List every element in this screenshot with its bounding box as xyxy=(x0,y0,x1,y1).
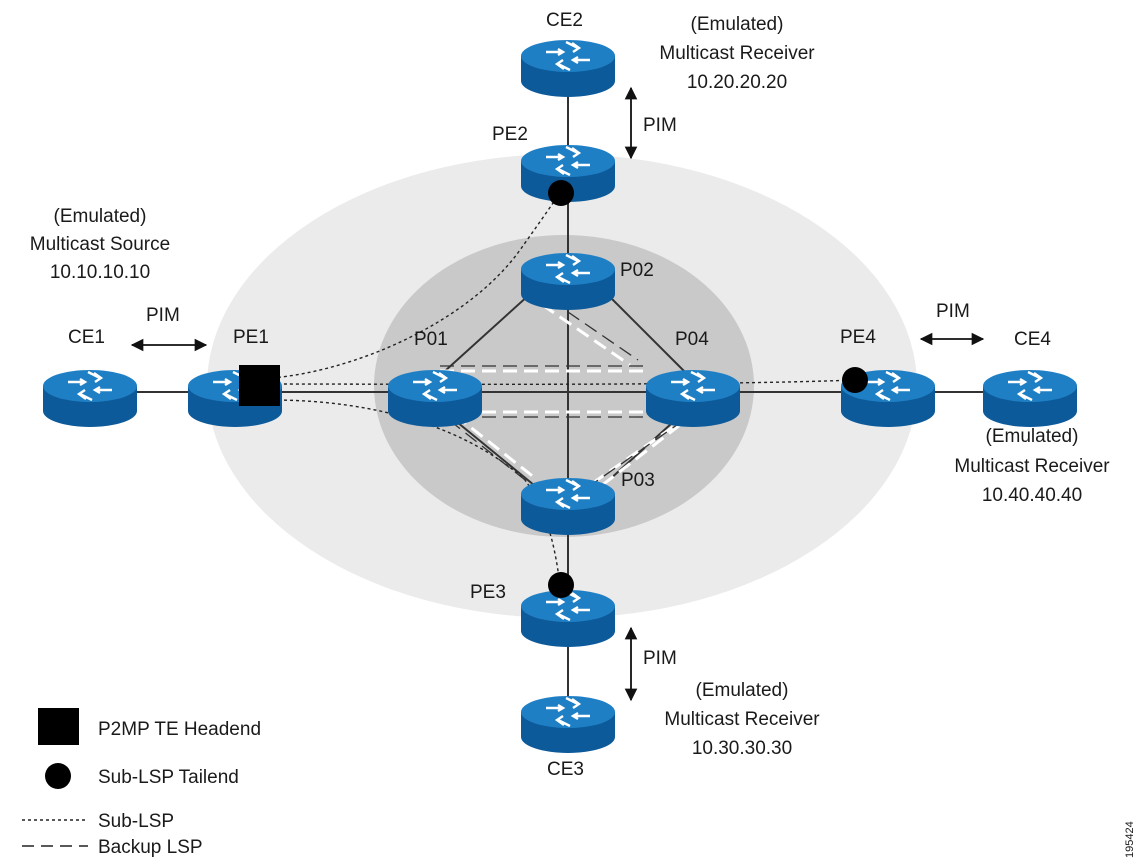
pim-label-ce2: PIM xyxy=(643,115,677,136)
router-p03 xyxy=(521,478,615,535)
sub-lsp-paths xyxy=(271,192,856,586)
router-label-ce3: CE3 xyxy=(547,759,584,780)
sub-lsp-tailend-pe4 xyxy=(842,367,868,393)
legend-tailend-swatch xyxy=(45,763,71,789)
router-label-pe4: PE4 xyxy=(840,327,876,348)
routers xyxy=(43,40,1077,753)
router-label-pe1: PE1 xyxy=(233,327,269,348)
legend-headend-label: P2MP TE Headend xyxy=(98,719,261,740)
router-ce3 xyxy=(521,696,615,753)
annotation-line: (Emulated) xyxy=(691,14,784,35)
annotation-line: Multicast Source xyxy=(30,234,170,255)
router-label-ce2: CE2 xyxy=(546,10,583,31)
annotation-line: 10.30.30.30 xyxy=(692,738,792,759)
p2mp-te-headend-marker xyxy=(239,365,280,406)
router-label-pe3: PE3 xyxy=(470,582,506,603)
pim-label-ce3: PIM xyxy=(643,648,677,669)
router-label-p04: P04 xyxy=(675,329,709,350)
router-pe3 xyxy=(521,590,615,647)
sub-lsp-tailend-pe3 xyxy=(548,572,574,598)
sub-lsp-tailend-pe2 xyxy=(548,180,574,206)
router-p02 xyxy=(521,253,615,310)
multicast-receiver-ce3-label: (Emulated) Multicast Receiver 10.30.30.3… xyxy=(664,680,820,759)
annotation-line: 10.10.10.10 xyxy=(50,262,150,283)
annotation-line: (Emulated) xyxy=(986,426,1079,447)
pim-label-ce1: PIM xyxy=(146,305,180,326)
annotation-line: (Emulated) xyxy=(54,206,147,227)
annotation-line: 10.40.40.40 xyxy=(982,485,1082,506)
router-ce1 xyxy=(43,370,137,427)
router-label-p03: P03 xyxy=(621,470,655,491)
mpls-core-inner xyxy=(374,235,754,537)
router-p01 xyxy=(388,370,482,427)
legend-backup-lsp-label: Backup LSP xyxy=(98,837,203,858)
pim-label-ce4: PIM xyxy=(936,301,970,322)
router-label-pe2: PE2 xyxy=(492,124,528,145)
legend-tailend-label: Sub-LSP Tailend xyxy=(98,767,239,788)
multicast-source-label: (Emulated) Multicast Source 10.10.10.10 xyxy=(30,206,170,283)
legend-sub-lsp-label: Sub-LSP xyxy=(98,811,174,832)
router-p04 xyxy=(646,370,740,427)
router-label-ce4: CE4 xyxy=(1014,329,1051,350)
annotation-line: Multicast Receiver xyxy=(664,709,820,730)
figure-id: 195424 xyxy=(1124,821,1136,858)
annotation-line: Multicast Receiver xyxy=(954,456,1110,477)
pim-arrows xyxy=(130,86,985,702)
router-ce4 xyxy=(983,370,1077,427)
router-ce2 xyxy=(521,40,615,97)
router-pe2 xyxy=(521,145,615,202)
multicast-receiver-ce2-label: (Emulated) Multicast Receiver 10.20.20.2… xyxy=(659,14,815,93)
annotation-line: (Emulated) xyxy=(696,680,789,701)
legend: P2MP TE Headend Sub-LSP Tailend Sub-LSP … xyxy=(22,708,261,858)
router-label-p01: P01 xyxy=(414,329,448,350)
multicast-receiver-ce4-label: (Emulated) Multicast Receiver 10.40.40.4… xyxy=(954,426,1110,506)
annotation-line: 10.20.20.20 xyxy=(687,72,787,93)
router-label-p02: P02 xyxy=(620,260,654,281)
router-label-ce1: CE1 xyxy=(68,327,105,348)
legend-headend-swatch xyxy=(38,708,79,745)
annotation-line: Multicast Receiver xyxy=(659,43,815,64)
